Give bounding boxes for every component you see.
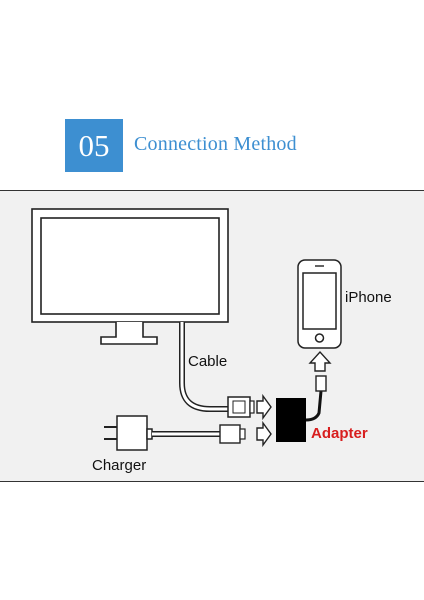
step-number-badge: 05 (65, 119, 123, 172)
cable-label: Cable (188, 353, 228, 370)
diagram-canvas (31, 208, 342, 451)
adapter-label: Adapter (311, 425, 368, 442)
connection-diagram: iPhone Cable Adapter Charger (0, 190, 424, 482)
arrow-icon (308, 350, 332, 372)
section-title: Connection Method (134, 133, 297, 155)
hdmi-cable-icon (179, 322, 255, 418)
header: 05 Connection Method (0, 0, 424, 190)
charger-plug-icon (104, 415, 153, 451)
charger-label: Charger (92, 457, 147, 474)
iphone-icon (297, 259, 342, 349)
iphone-label: iPhone (345, 289, 392, 306)
charger-cable-icon (152, 424, 246, 444)
arrow-icon (256, 393, 272, 421)
arrow-icon (256, 420, 272, 448)
adapter-box-icon (276, 375, 327, 442)
tv-monitor-icon (31, 208, 229, 345)
